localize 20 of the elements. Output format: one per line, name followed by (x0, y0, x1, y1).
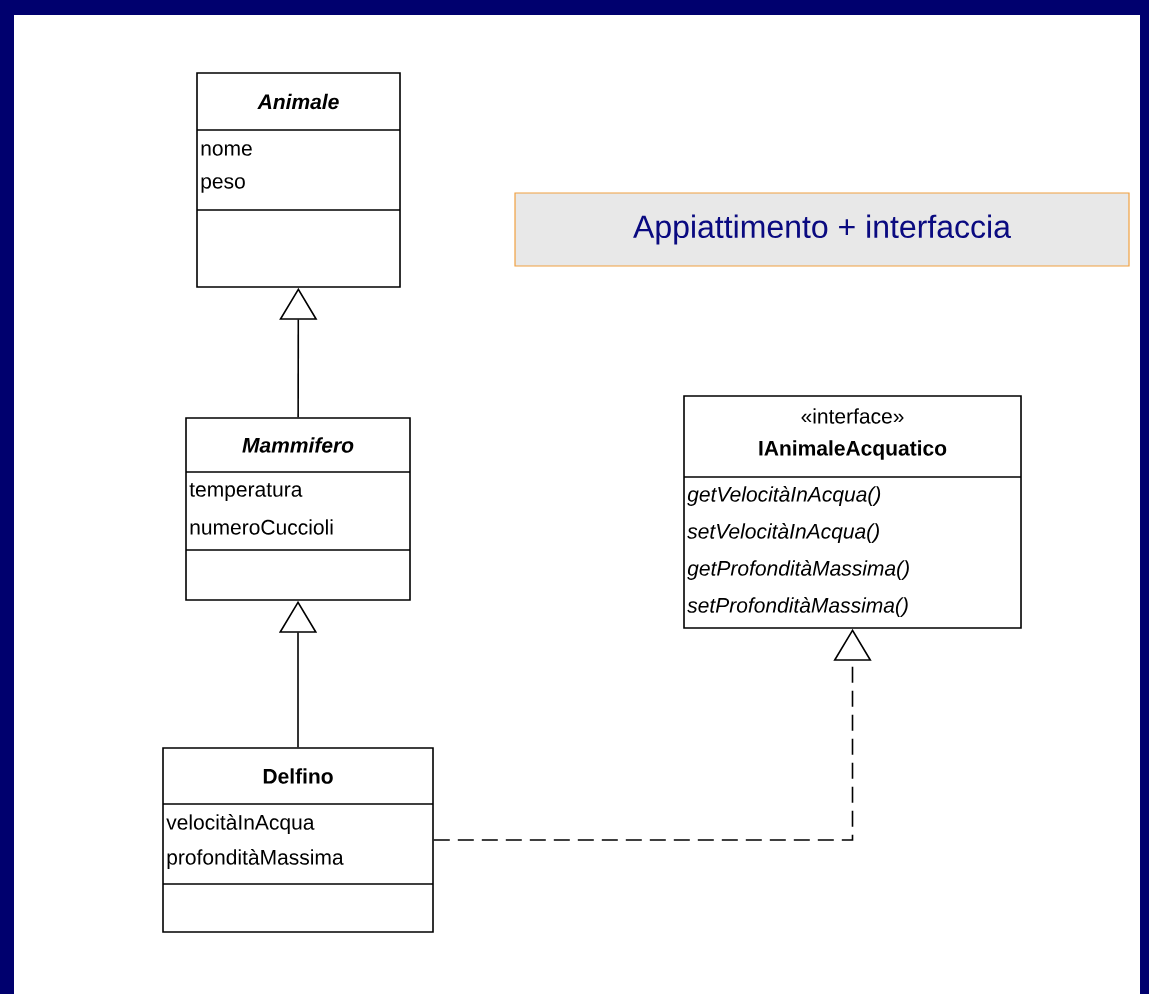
class-box (185, 417, 411, 601)
attribute: numeroCuccioli (190, 519, 333, 535)
attribute: peso (201, 177, 245, 193)
class-box (683, 395, 1022, 629)
class-name: Delfino (263, 768, 333, 784)
class-box (196, 72, 401, 288)
attribute: velocitàInAcqua (166, 814, 315, 834)
attribute: nome (201, 144, 252, 156)
attribute: profonditàMassima (167, 849, 344, 869)
class-name: IAnimaleAcquatico (759, 440, 947, 460)
class-box (162, 747, 434, 933)
operation: getProfonditàMassima() (687, 560, 909, 580)
operation: getVelocitàInAcqua() (687, 486, 881, 506)
title-box: Appiattimento + interfaccia (514, 192, 1130, 267)
class-name: Mammifero (242, 437, 354, 453)
operation: setVelocitàInAcqua() (687, 523, 879, 543)
operation: setProfonditàMassima() (687, 597, 908, 617)
stereotype: «interface» (801, 408, 904, 424)
class-name: Animale (257, 93, 339, 110)
attribute: temperatura (189, 483, 303, 501)
